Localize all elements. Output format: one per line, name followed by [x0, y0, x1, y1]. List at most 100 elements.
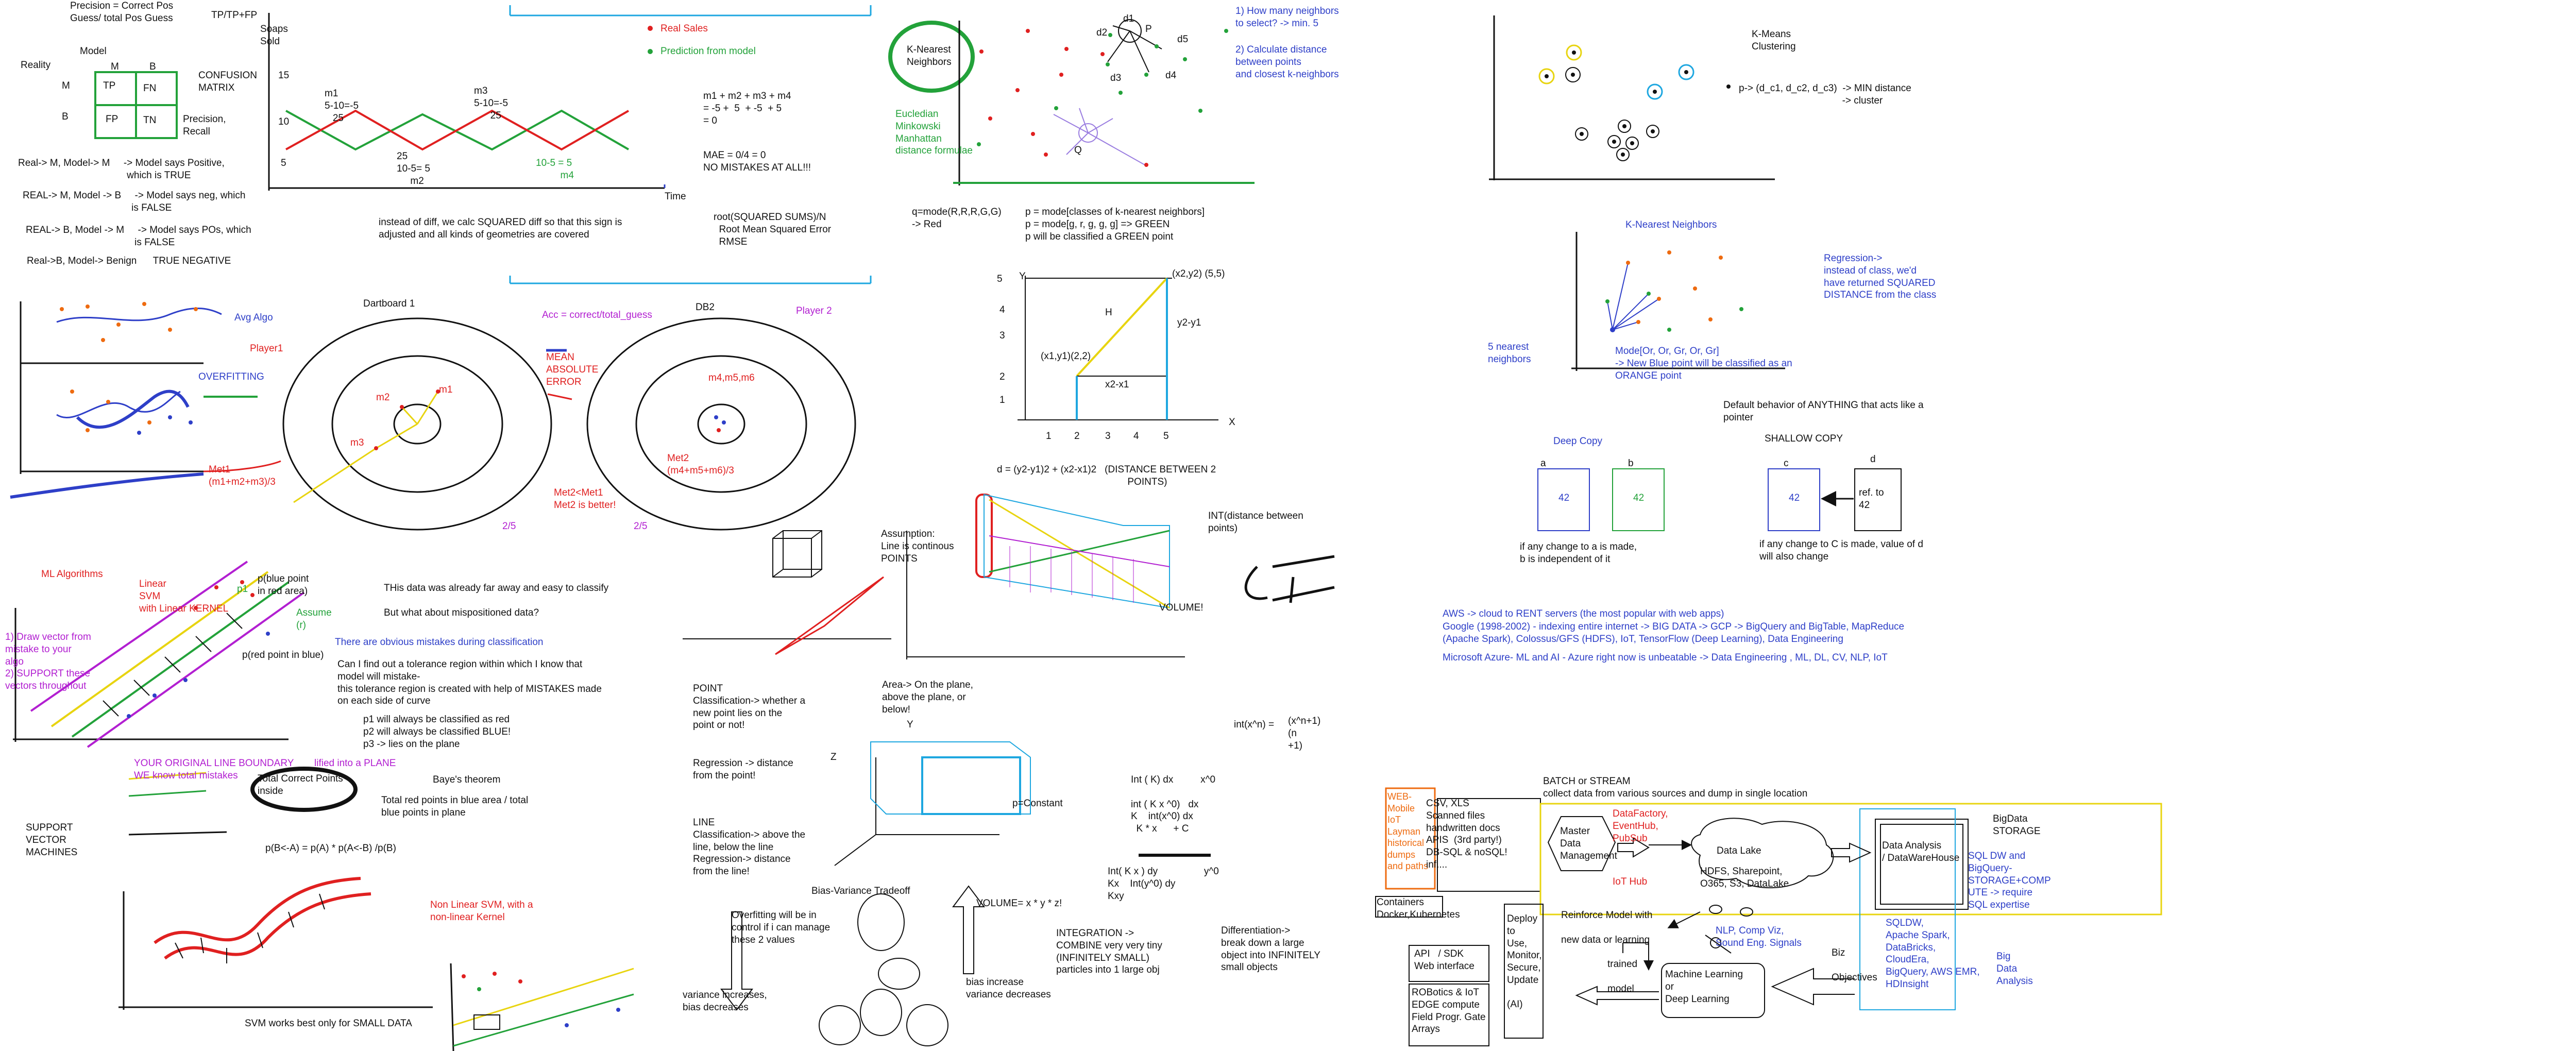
- label-d1: d1: [1123, 13, 1134, 24]
- confusion-matrix-grid: [94, 71, 178, 139]
- y-tick-3: 3: [999, 330, 1005, 341]
- p-constant-label: p=Constant: [1012, 798, 1063, 809]
- dartboard2-title: DB2: [696, 302, 715, 313]
- assumption-note: Assumption: Line is continous POINTS: [881, 529, 954, 564]
- knn-scatter: [888, 19, 1255, 185]
- x-tick-5: 5: [1163, 431, 1169, 442]
- google-note: Google (1998-2002) - indexing entire int…: [1443, 621, 1905, 645]
- nlp-cv-label: NLP, Comp Viz, Sound Eng. Signals: [1716, 925, 1802, 948]
- bayes-theorem-label: Baye's theorem: [433, 774, 501, 785]
- error-sum: m1 + m2 + m3 + m4 = -5 + 5 + -5 + 5 = 0: [703, 91, 791, 126]
- label-d2: d2: [1096, 27, 1108, 38]
- reality-label: Reality: [21, 60, 51, 71]
- correct-points-label: Total Correct Points inside: [258, 773, 343, 796]
- kmeans-plot: [1489, 15, 1775, 180]
- bias-increases-note: bias increase variance decreases: [966, 977, 1051, 1000]
- pointer-note: Default behavior of ANYTHING that acts l…: [1723, 400, 1924, 423]
- y-tick-4: 4: [999, 304, 1005, 315]
- knn-regression-title: K-Nearest Neighbors: [1625, 219, 1717, 230]
- label-d5: d5: [1177, 34, 1189, 45]
- kmeans-title: K-Means Clustering: [1752, 29, 1796, 52]
- model-label: Model: [80, 46, 107, 57]
- shallow-copy-note: if any change to C is made, value of d w…: [1759, 539, 1923, 562]
- avg-algo-label: Avg Algo: [234, 312, 273, 323]
- bigdata-storage-label: BigData STORAGE: [1993, 813, 2041, 837]
- svm-small-data-note: SVM works best only for SMALL DATA: [245, 1018, 412, 1029]
- tp-cell: TP: [103, 80, 116, 91]
- dart-m1: m1: [439, 384, 453, 395]
- value-a: 42: [1558, 493, 1570, 503]
- web-sources: WEB- Mobile IoT Layman historical dumps …: [1387, 791, 1429, 871]
- azure-note: Microsoft Azure- ML and AI - Azure right…: [1443, 652, 1888, 663]
- rmse-note: root(SQUARED SUMS)/N Root Mean Squared E…: [714, 212, 832, 247]
- int-distance-note: INT(distance between points): [1208, 511, 1303, 534]
- axis-y3d-label: Y: [907, 719, 913, 730]
- precision-definition: Precision = Correct Pos Guess/ total Pos…: [70, 1, 174, 24]
- precision-formula: TP/TP+FP: [211, 10, 258, 21]
- y-tick-15: 15: [278, 70, 290, 81]
- dart-m456: m4,m5,m6: [708, 372, 755, 383]
- x-tick-3: 3: [1105, 431, 1111, 442]
- met2-label: Met2 (m4+m5+m6)/3: [667, 453, 734, 476]
- met1-label: Met1 (m1+m2+m3)/3: [209, 464, 276, 487]
- fp-cell: FP: [106, 114, 118, 125]
- accuracy-formula: Acc = correct/total_guess: [542, 310, 652, 320]
- assume-label: Assume (r): [296, 607, 332, 631]
- var-a-label: a: [1540, 458, 1546, 469]
- axis-z-label: Z: [831, 752, 837, 762]
- knn-regression-plot: [1571, 232, 1785, 371]
- time-axis-label: Time: [665, 191, 686, 202]
- knn-step-2: 2) Calculate distance between points and…: [1235, 44, 1339, 80]
- integration-note: INTEGRATION -> COMBINE very very tiny (I…: [1056, 928, 1162, 976]
- variance-increases-note: variance increases, bias decreases: [683, 990, 767, 1013]
- tolerance-note: Can I find out a tolerance region within…: [337, 659, 602, 707]
- nonlinear-svm-label: Non Linear SVM, with a non-linear Kernel: [430, 900, 533, 923]
- row-b-label: B: [62, 111, 69, 122]
- bayes-formula: p(B<-A) = p(A) * p(A<-B) /p(B): [265, 843, 396, 854]
- point-classification: POINT Classification-> whether a new poi…: [693, 683, 806, 731]
- svm-linear-plot: [13, 561, 358, 836]
- y-tick-5: 5: [997, 274, 1003, 284]
- m2-annotation: 25 10-5= 5 m2: [397, 151, 430, 187]
- copy-diagram: [1537, 468, 1902, 531]
- aws-note: AWS -> cloud to RENT servers (the most p…: [1443, 608, 1724, 619]
- var-c-label: c: [1784, 458, 1789, 469]
- y-tick-10: 10: [278, 116, 290, 127]
- biz-objectives-label: Biz Objectives: [1832, 947, 1877, 983]
- linear-svm-label: Linear SVM with Linear KERNEL: [139, 579, 229, 614]
- data-sources-list: CSV, XLS Scanned files handwritten docs …: [1426, 798, 1507, 870]
- var-d-label: d: [1870, 454, 1876, 465]
- dartboard2-score: 2/5: [634, 521, 648, 532]
- misposition-note: But what about mispositioned data?: [384, 607, 539, 618]
- int-k-dx: Int ( K) dx x^0 int ( K x ^0) dx K int(x…: [1131, 774, 1216, 834]
- ratio-note: Total red points in blue area / total bl…: [381, 795, 529, 818]
- y-tick-2: 2: [999, 371, 1005, 382]
- dart-m2: m2: [376, 392, 390, 403]
- fn-cell: FN: [143, 83, 157, 94]
- datafactory-note: DataFactory, EventHub, PubSub: [1613, 808, 1668, 844]
- value-b: 42: [1633, 493, 1645, 503]
- confusion-note-3: REAL-> B, Model -> M -> Model says POs, …: [26, 225, 251, 248]
- p-red-label: p(red point in blue): [242, 650, 324, 660]
- value-d-ref: ref. to 42: [1859, 487, 1884, 511]
- deploy-label: Deploy to Use, Monitor, Secure, Update (…: [1507, 913, 1542, 1010]
- dartboard1-title: Dartboard 1: [363, 298, 415, 309]
- int-kx-dy: Int( K x ) dy y^0 Kx Int(y^0) dy Kxy: [1108, 866, 1219, 902]
- mae-note: MAE = 0/4 = 0 NO MISTAKES AT ALL!!!: [703, 150, 811, 173]
- x-tick-4: 4: [1133, 431, 1139, 442]
- sqldw-note: SQL DW and BigQuery- STORAGE+COMP UTE ->…: [1968, 851, 2051, 910]
- precision-recall-label: Precision, Recall: [183, 114, 226, 137]
- five-nearest-label: 5 nearest neighbors: [1488, 342, 1531, 365]
- int-power-rule: int(x^n) =: [1234, 719, 1275, 730]
- distance-plot: [1018, 276, 1218, 420]
- dart-m3: m3: [350, 437, 364, 448]
- axis-x-label: X: [1229, 417, 1235, 428]
- confusion-note-2: REAL-> M, Model -> B -> Model says neg, …: [23, 190, 246, 213]
- knn-title: K-Nearest Neighbors: [907, 44, 952, 67]
- int-power-rhs: (x^n+1) (n +1): [1288, 716, 1321, 751]
- svm-label: SUPPORT VECTOR MACHINES: [26, 822, 78, 858]
- row-m-label: M: [62, 80, 70, 91]
- value-c: 42: [1789, 493, 1800, 503]
- master-data-management: Master Data Management: [1560, 826, 1617, 861]
